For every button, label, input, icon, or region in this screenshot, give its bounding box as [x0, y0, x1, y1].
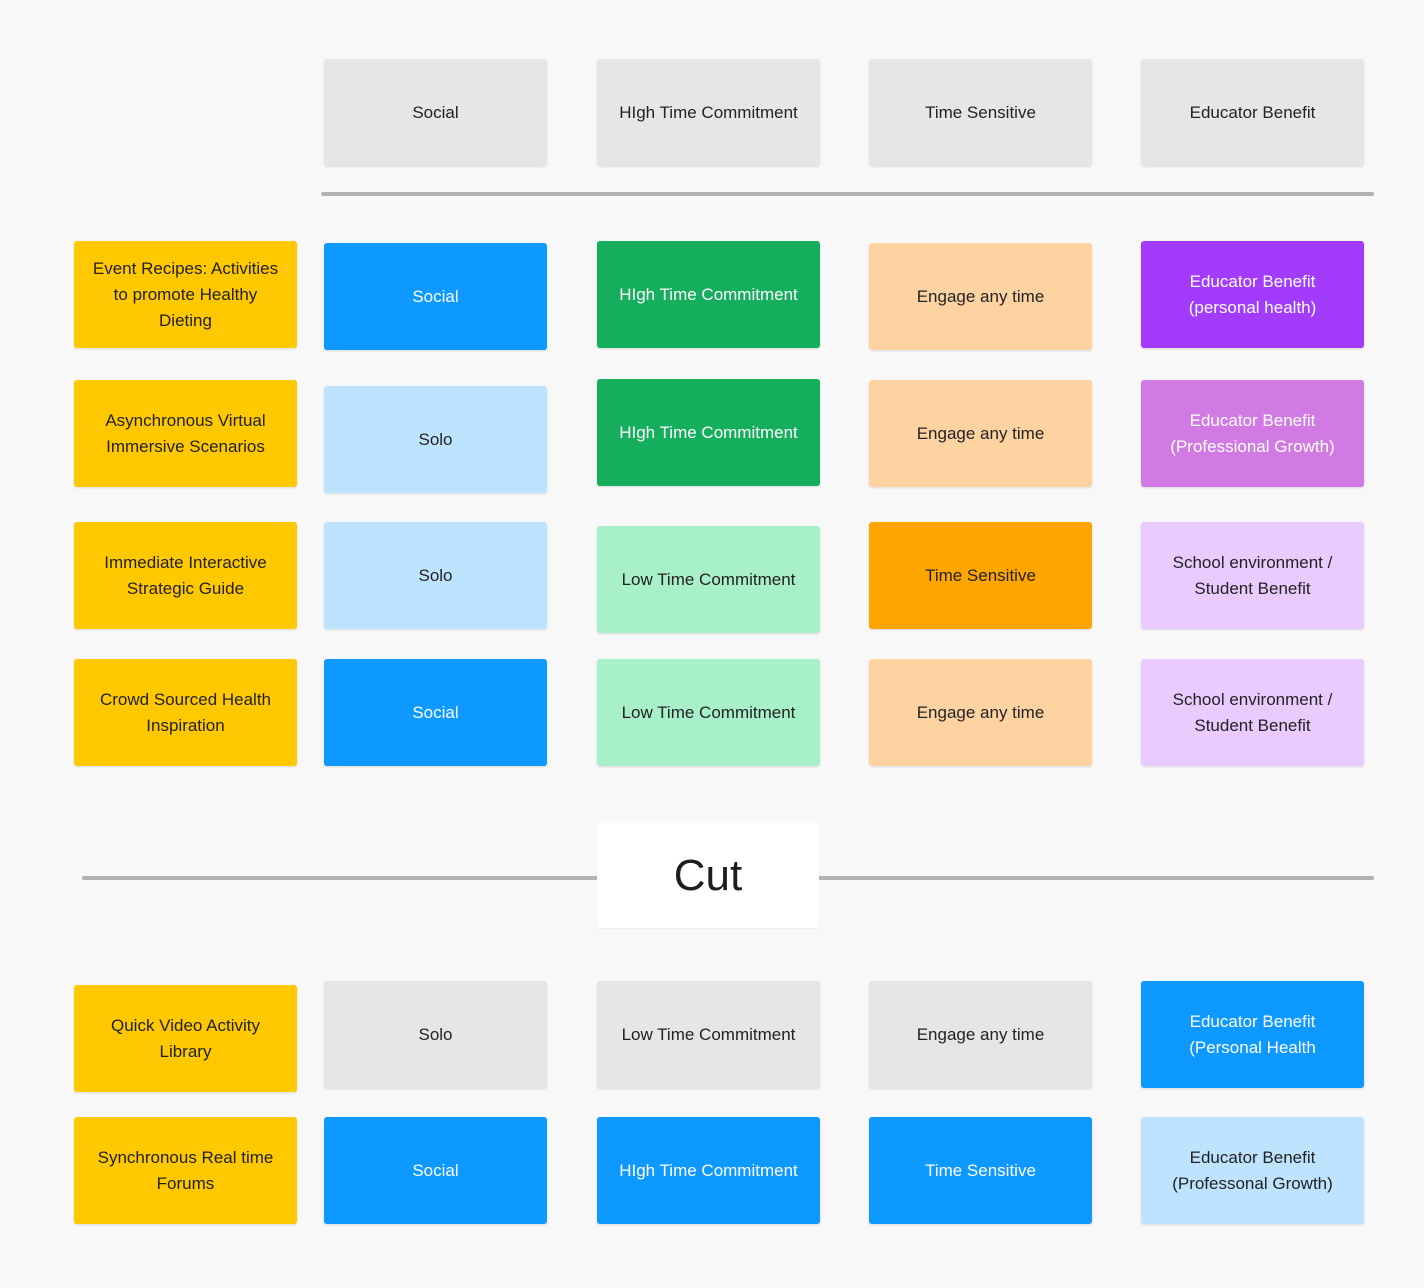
row3-benefit[interactable]: School environment / Student Benefit — [1141, 522, 1364, 629]
activity-event-recipes[interactable]: Event Recipes: Activities to promote Hea… — [74, 241, 297, 348]
row1-social[interactable]: Social — [324, 243, 547, 350]
row3-timing[interactable]: Time Sensitive — [869, 522, 1092, 629]
cut-row1-benefit[interactable]: Educator Benefit (Personal Health — [1141, 981, 1364, 1088]
cut-row1-timing[interactable]: Engage any time — [869, 981, 1092, 1088]
activity-crowd-sourced[interactable]: Crowd Sourced Health Inspiration — [74, 659, 297, 766]
header-divider — [321, 192, 1374, 196]
header-time-sensitive[interactable]: Time Sensitive — [869, 59, 1092, 166]
cut-row2-commitment[interactable]: HIgh Time Commitment — [597, 1117, 820, 1224]
activity-quick-video[interactable]: Quick Video Activity Library — [74, 985, 297, 1092]
row2-benefit[interactable]: Educator Benefit (Professional Growth) — [1141, 380, 1364, 487]
cut-divider-left — [82, 876, 598, 880]
row4-commitment[interactable]: Low Time Commitment — [597, 659, 820, 766]
row1-timing[interactable]: Engage any time — [869, 243, 1092, 350]
row2-commitment[interactable]: HIgh Time Commitment — [597, 379, 820, 486]
cut-row2-social[interactable]: Social — [324, 1117, 547, 1224]
cut-divider-right — [818, 876, 1374, 880]
cut-row1-social[interactable]: Solo — [324, 981, 547, 1088]
header-time-commitment[interactable]: HIgh Time Commitment — [597, 59, 820, 166]
cut-row1-commitment[interactable]: Low Time Commitment — [597, 981, 820, 1088]
cut-row2-timing[interactable]: Time Sensitive — [869, 1117, 1092, 1224]
cut-row2-benefit[interactable]: Educator Benefit (Professonal Growth) — [1141, 1117, 1364, 1224]
header-social[interactable]: Social — [324, 59, 547, 166]
row4-timing[interactable]: Engage any time — [869, 659, 1092, 766]
row2-timing[interactable]: Engage any time — [869, 380, 1092, 487]
row3-social[interactable]: Solo — [324, 522, 547, 629]
activity-interactive-guide[interactable]: Immediate Interactive Strategic Guide — [74, 522, 297, 629]
row4-social[interactable]: Social — [324, 659, 547, 766]
activity-async-virtual[interactable]: Asynchronous Virtual Immersive Scenarios — [74, 380, 297, 487]
row4-benefit[interactable]: School environment / Student Benefit — [1141, 659, 1364, 766]
row2-social[interactable]: Solo — [324, 386, 547, 493]
row1-commitment[interactable]: HIgh Time Commitment — [597, 241, 820, 348]
cut-label[interactable]: Cut — [597, 823, 819, 928]
row3-commitment[interactable]: Low Time Commitment — [597, 526, 820, 633]
activity-synchronous-forums[interactable]: Synchronous Real time Forums — [74, 1117, 297, 1224]
row1-benefit[interactable]: Educator Benefit (personal health) — [1141, 241, 1364, 348]
header-educator-benefit[interactable]: Educator Benefit — [1141, 59, 1364, 166]
